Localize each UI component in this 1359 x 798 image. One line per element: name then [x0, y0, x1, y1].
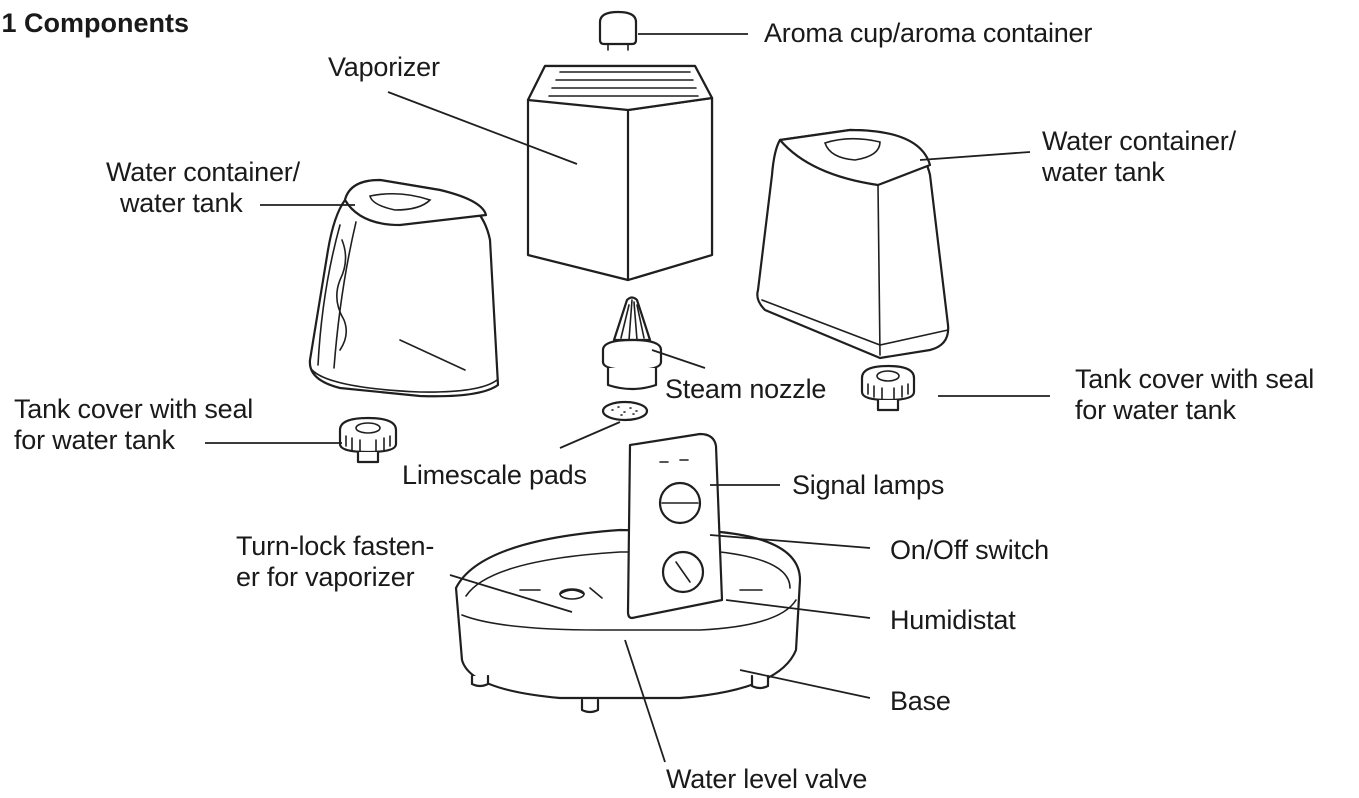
label-line: Tank cover with seal — [1075, 364, 1315, 394]
left-tank-cover-part — [338, 416, 398, 464]
label-line: water tank — [1042, 157, 1165, 187]
label-line: for water tank — [14, 425, 175, 455]
label-steam-nozzle: Steam nozzle — [665, 374, 827, 404]
section-heading: .1 Components — [0, 8, 190, 38]
label-water-level-valve: Water level valve — [666, 764, 868, 794]
label-line: Turn-lock fasten- — [236, 531, 435, 561]
leader-on-off-switch — [709, 534, 871, 549]
label-aroma-cup: Aroma cup/aroma container — [764, 18, 1093, 48]
label-tank-cover-left: Tank cover with seal for water tank — [14, 394, 253, 456]
label-humidistat: Humidistat — [890, 605, 1016, 635]
left-water-tank-part — [308, 178, 500, 398]
label-on-off-switch: On/Off switch — [890, 535, 1049, 565]
leader-turn-lock — [449, 574, 573, 613]
leader-lines — [205, 33, 1050, 763]
steam-nozzle-part — [601, 296, 663, 391]
label-base: Base — [890, 686, 951, 716]
leader-water-container-right — [919, 151, 1031, 161]
label-line: er for vaporizer — [236, 562, 415, 592]
right-water-tank-part — [756, 128, 950, 360]
label-line: Tank cover with seal — [14, 394, 254, 424]
label-line: Water container/ — [1042, 126, 1236, 156]
vaporizer-part — [526, 64, 714, 282]
control-panel-part — [626, 432, 724, 620]
label-line: water tank — [120, 188, 243, 218]
leader-base — [739, 669, 871, 699]
label-line: for water tank — [1075, 395, 1236, 425]
aroma-cup-part — [598, 10, 638, 51]
label-tank-cover-right: Tank cover with seal for water tank — [1075, 364, 1314, 426]
label-line: Water container/ — [106, 157, 300, 187]
right-tank-cover-part — [860, 364, 916, 412]
leader-water-level-valve — [624, 639, 666, 763]
limescale-pad-part — [601, 400, 649, 422]
label-vaporizer: Vaporizer — [328, 52, 440, 82]
label-turn-lock: Turn-lock fasten- er for vaporizer — [236, 531, 434, 593]
leader-steam-nozzle — [651, 349, 706, 369]
label-water-container-left: Water container/ water tank — [106, 157, 300, 219]
label-signal-lamps: Signal lamps — [792, 470, 945, 500]
label-water-container-right: Water container/ water tank — [1042, 126, 1236, 188]
leader-humidistat — [725, 599, 871, 619]
leader-vaporizer — [387, 91, 578, 165]
label-limescale-pads: Limescale pads — [402, 460, 587, 490]
leader-limescale-pads — [559, 421, 621, 449]
